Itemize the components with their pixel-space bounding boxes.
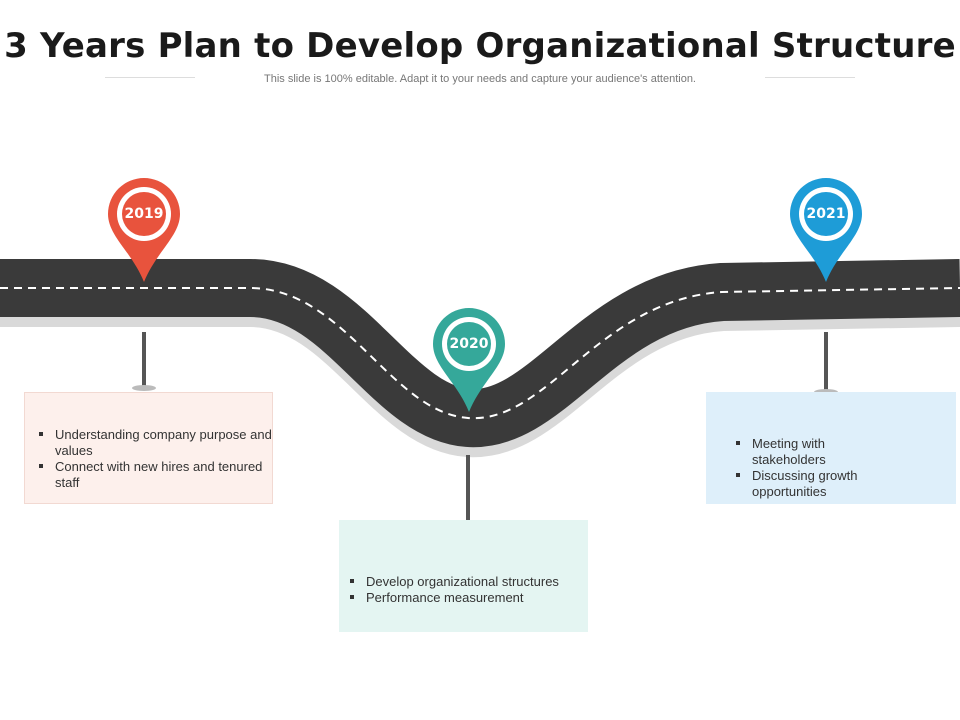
decor-line-right xyxy=(765,77,855,78)
year-label-2020: 2020 xyxy=(449,336,489,352)
pin-2019 xyxy=(108,178,180,282)
milestone-box-2019: Understanding company purpose and values… xyxy=(24,392,273,504)
year-label-2021: 2021 xyxy=(806,206,846,222)
milestone-list-2021: Meeting with stakeholders Discussing gro… xyxy=(732,436,892,500)
list-item: Connect with new hires and tenured staff xyxy=(35,459,272,491)
year-label-2019: 2019 xyxy=(124,206,164,222)
milestone-list-2019: Understanding company purpose and values… xyxy=(35,427,272,491)
milestone-box-2021: Meeting with stakeholders Discussing gro… xyxy=(706,392,956,504)
connector-stem-2019 xyxy=(142,332,146,388)
list-item: Understanding company purpose and values xyxy=(35,427,272,459)
connector-stem-2020 xyxy=(466,455,470,523)
connector-stem-2021 xyxy=(824,332,828,392)
road-center-dashes xyxy=(0,287,960,420)
list-item: Develop organizational structures xyxy=(346,574,587,590)
list-item: Discussing growth opportunities xyxy=(732,468,892,500)
list-item: Meeting with stakeholders xyxy=(732,436,892,468)
decor-line-left xyxy=(105,77,195,78)
pin-2020 xyxy=(433,308,505,412)
slide-subtitle: This slide is 100% editable. Adapt it to… xyxy=(264,73,696,85)
milestone-list-2020: Develop organizational structures Perfor… xyxy=(346,574,587,606)
list-item: Performance measurement xyxy=(346,590,587,606)
milestone-box-2020: Develop organizational structures Perfor… xyxy=(339,520,588,632)
slide-title: 3 Years Plan to Develop Organizational S… xyxy=(4,26,956,66)
pin-2021 xyxy=(790,178,862,282)
connector-base-2019 xyxy=(132,385,156,391)
